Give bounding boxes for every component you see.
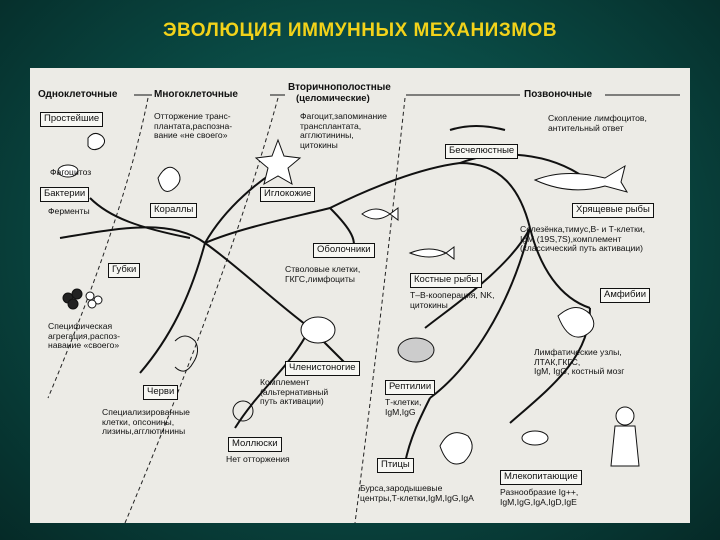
lamprey-sketch <box>449 125 506 131</box>
group-corals: Кораллы <box>150 203 198 218</box>
group-echinoderms: Иглокожие <box>260 187 316 202</box>
note-specialized-cells: Специализированные клетки, опсонины, лиз… <box>102 407 190 437</box>
bony-fish-sketch <box>408 246 455 260</box>
note-lymph-nodes: Лимфатические узлы, ЛТАК,ГКГС, IgM, IgG,… <box>534 347 625 377</box>
header-unicellular: Одноклеточные <box>38 89 118 100</box>
illustrations <box>57 125 640 467</box>
note-stem-cells: Стволовые клетки, ГКГС,лимфоциты <box>285 264 361 284</box>
branch-reptile <box>429 227 531 399</box>
branch-main-low <box>204 242 311 329</box>
group-reptiles: Рептилии <box>385 380 436 395</box>
starfish-sketch <box>254 138 302 186</box>
note-phagocytosis: Фагоцитоз <box>50 167 92 177</box>
branch-mollusc <box>234 327 311 429</box>
note-bursa: Бурса,зародышевые центры,Т-клетки,IgM,Ig… <box>360 483 474 503</box>
note-t-b-cooperation: Т–В-кооперация, NK, цитокины <box>410 290 495 310</box>
mouse-sketch <box>521 430 549 446</box>
group-amphibians: Амфибии <box>600 288 651 303</box>
evolution-diagram: Одноклеточные Многоклеточные Вторичнопол… <box>30 68 690 523</box>
turtle-sketch <box>397 337 435 363</box>
boundary-unicellular <box>47 97 149 399</box>
group-sponges: Губки <box>108 263 141 278</box>
tree-branches <box>59 153 591 464</box>
note-lymphocyte-cluster: Скопление лимфоцитов, антительный ответ <box>548 113 647 133</box>
snail-sketch <box>232 400 254 422</box>
boundary-multicellular <box>124 97 279 523</box>
group-birds: Птицы <box>377 458 414 473</box>
group-acraniates: Бесчелюстные <box>445 144 519 159</box>
note-enzymes: Ферменты <box>48 206 90 216</box>
bacteria-sketch <box>57 164 79 178</box>
note-no-rejection: Нет отторжения <box>226 454 290 464</box>
coral-sketch <box>157 166 181 192</box>
branch-chordate <box>204 161 531 244</box>
note-complement-alternative: Комплемент (альтернативный путь активаци… <box>260 377 329 407</box>
note-phagocyte-memory: Фагоцит,запоминание трансплантата, агглю… <box>300 111 387 150</box>
group-arthropods: Членистоногие <box>285 361 360 376</box>
diagram-graphics <box>47 94 680 523</box>
branch-worm <box>139 242 206 374</box>
group-bony-fish: Костные рыбы <box>410 273 483 288</box>
note-graft-rejection: Отторжение транс- плантата,распозна- ван… <box>154 111 233 141</box>
group-molluscs: Моллюски <box>228 437 282 452</box>
boundary-coelomic <box>354 97 406 523</box>
group-bacteria: Бактерии <box>40 187 90 202</box>
frog-sketch <box>557 307 595 338</box>
hen-sketch <box>439 432 473 465</box>
group-cartilaginous-fish: Хрящевые рыбы <box>572 203 654 218</box>
slide-title: ЭВОЛЮЦИЯ ИММУННЫХ МЕХАНИЗМОВ <box>162 20 558 41</box>
branch-sponge <box>59 226 206 244</box>
note-reptile-cells: Т-клетки, IgM,IgG <box>385 397 422 417</box>
group-tunicates: Оболочники <box>313 243 375 258</box>
branch-bacteria <box>89 197 191 239</box>
header-vertebrates: Позвоночные <box>524 89 593 100</box>
note-specific-aggregation: Специфическая агрегация,распоз- навание … <box>48 321 120 351</box>
crab-sketch <box>300 316 336 344</box>
tunicate-fish-sketch <box>361 207 399 221</box>
sponge-sketch <box>62 288 103 310</box>
header-multicellular: Многоклеточные <box>154 89 238 100</box>
human-body-sketch <box>610 425 640 467</box>
header-secondary-cavity-sub: (целомические) <box>296 93 370 104</box>
note-ig-variety: Разнообразие Ig++, IgM,IgG,IgA,IgD,IgE <box>500 487 579 507</box>
group-worms: Черви <box>143 385 179 400</box>
branch-amphibia <box>529 227 591 309</box>
note-spleen-thymus: Селезёнка,тимус,В- и Т-клетки, IgM (19S,… <box>520 224 646 254</box>
shark-sketch <box>533 164 629 193</box>
worm-sketch <box>174 335 199 372</box>
header-secondary-cavity: Вторичнополостные <box>288 82 391 93</box>
group-mammals: Млекопитающие <box>500 470 582 485</box>
human-head-sketch <box>615 406 635 426</box>
group-protozoa: Простейшие <box>40 112 104 127</box>
branch-bird <box>404 397 431 464</box>
protozoa-sketch <box>87 132 106 151</box>
